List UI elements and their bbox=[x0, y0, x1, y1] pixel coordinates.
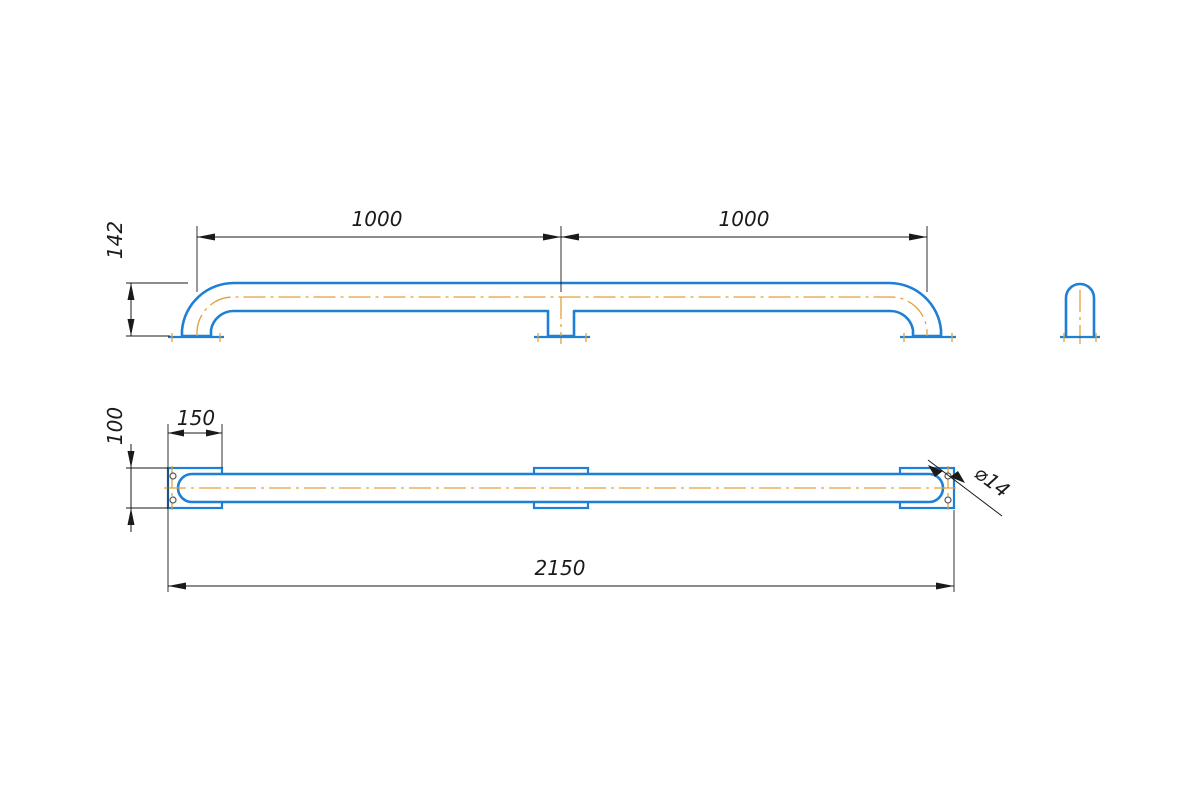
dim-text-diameter-14: ⌀14 bbox=[970, 461, 1014, 503]
rail-outline bbox=[180, 281, 943, 338]
rail-centerline bbox=[196, 296, 928, 336]
front-view: 1000 1000 142 bbox=[103, 207, 956, 344]
dim-text-height-142: 142 bbox=[103, 221, 127, 259]
dim-text-left-1000: 1000 bbox=[352, 207, 403, 231]
arrow-right-start bbox=[561, 233, 579, 241]
arrow-height-top bbox=[127, 283, 135, 300]
arrow-left-start bbox=[197, 233, 215, 241]
dim-text-overall-2150: 2150 bbox=[535, 556, 586, 580]
arrow-right-end bbox=[909, 233, 927, 241]
side-profile-outline bbox=[1064, 282, 1096, 339]
mount-hole-left-bottom bbox=[169, 496, 177, 504]
arrow-flange-start bbox=[168, 429, 184, 437]
mount-hole-right-bottom bbox=[944, 496, 952, 504]
dim-text-depth-100: 100 bbox=[103, 407, 127, 445]
arrow-depth-bottom bbox=[127, 508, 135, 525]
arrow-overall-start bbox=[168, 582, 186, 590]
arrow-diameter-inner bbox=[950, 471, 965, 483]
arrow-left-end bbox=[543, 233, 561, 241]
dim-text-right-1000: 1000 bbox=[719, 207, 770, 231]
mount-hole-left-top bbox=[169, 472, 177, 480]
arrow-height-bottom bbox=[127, 319, 135, 336]
arrow-depth-top bbox=[127, 451, 135, 468]
arrow-diameter-outer bbox=[928, 465, 943, 477]
side-view bbox=[1060, 282, 1100, 344]
dim-text-flange-150: 150 bbox=[177, 406, 215, 430]
top-view: 150 100 2150 ⌀14 bbox=[103, 406, 1014, 592]
diameter-leader-line bbox=[927, 459, 1003, 517]
arrow-flange-end bbox=[206, 429, 222, 437]
arrow-overall-end bbox=[936, 582, 954, 590]
